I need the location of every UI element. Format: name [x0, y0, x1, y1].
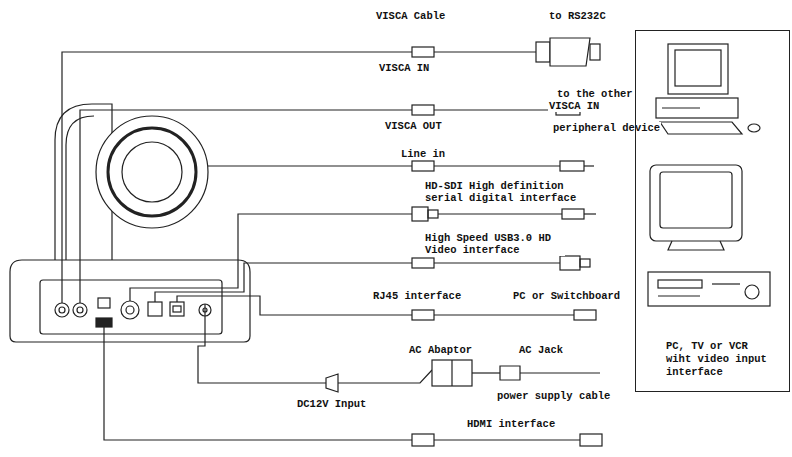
cable-label: power supply cable: [496, 390, 611, 402]
cable-label: HD-SDI High definition serial digital in…: [424, 180, 584, 204]
cable-label: VISCA OUT: [384, 120, 443, 132]
cable-label: peripheral device: [552, 122, 661, 134]
cable-label: VISCA IN: [378, 62, 430, 74]
cable-label: VISCA IN: [548, 100, 600, 112]
cable-label: DC12V Input: [296, 398, 367, 410]
cable-label: HDMI interface: [466, 418, 556, 430]
cable-label: RJ45 interface: [372, 290, 462, 302]
cable-label: PC or Switchboard: [512, 290, 621, 302]
panel-text: PC, TV or VCR wiht video input interface: [666, 340, 773, 379]
device-panel: PC, TV or VCR wiht video input interface: [635, 30, 790, 392]
cable-label: AC Jack: [518, 344, 564, 356]
cable-label: Line in: [400, 148, 446, 160]
cable-label: AC Abaptor: [408, 344, 473, 356]
cable-label: to the other: [556, 88, 634, 100]
cable-label: VISCA Cable: [375, 10, 446, 22]
cable-label: to RS232C: [548, 10, 607, 22]
cable-label: High Speed USB3.0 HD Video interface: [424, 232, 565, 256]
